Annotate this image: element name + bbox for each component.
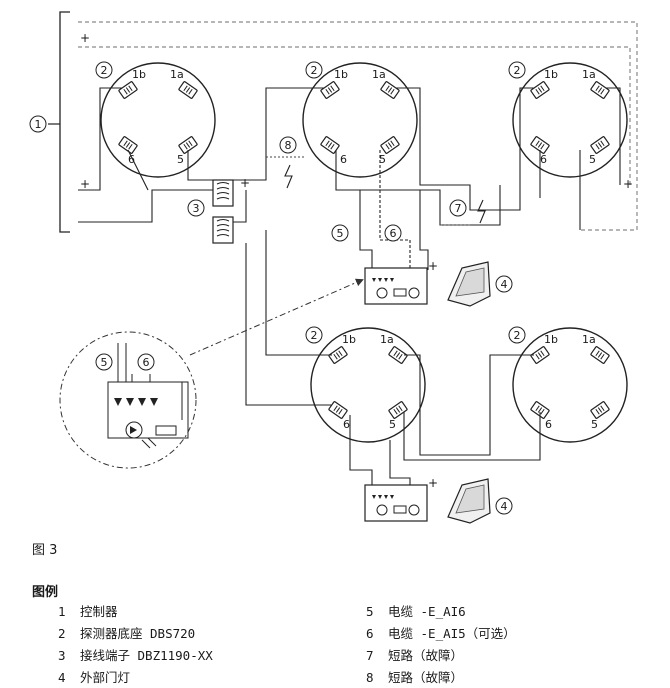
terminal-block-lower xyxy=(212,216,234,244)
callout-5-top: 5 xyxy=(337,227,344,240)
detector-base-3: 1b 1a 6 5 xyxy=(512,62,628,178)
top-wiring xyxy=(78,87,621,230)
terminal-1a-label: 1a xyxy=(582,333,596,346)
callout-4-top: 4 xyxy=(501,278,508,291)
callout-4-bottom: 4 xyxy=(501,500,508,513)
terminal-6-label: 6 xyxy=(545,418,552,431)
terminal-1a-label: 1a xyxy=(582,68,596,81)
door-lamp-2: 4 xyxy=(447,478,513,524)
terminal-1b-label: 1b xyxy=(132,68,146,81)
callout-2-base3: 2 xyxy=(514,64,521,77)
terminal-5-label: 5 xyxy=(589,153,596,166)
plus-label-left: + xyxy=(80,177,90,191)
terminal-5-label: 5 xyxy=(591,418,598,431)
detector-base-1: 1b 1a 6 5 xyxy=(100,62,216,178)
callout-2-base4: 2 xyxy=(311,329,318,342)
wiring-diagram: 1 + + + 1b 1a 6 5 2 1b 1a 6 5 2 xyxy=(29,11,638,524)
controller-bracket: 1 xyxy=(29,11,70,233)
terminal-6-label: 6 xyxy=(340,153,347,166)
callout-2-base1: 2 xyxy=(101,64,108,77)
callout-5-zoom: 5 xyxy=(101,356,108,369)
terminal-6-label: 6 xyxy=(343,418,350,431)
zoom-arrow xyxy=(189,278,364,356)
figure-caption: 图 3 xyxy=(32,543,58,558)
terminal-1b-label: 1b xyxy=(544,333,558,346)
callout-1: 1 xyxy=(35,118,42,131)
plus-label-right: + xyxy=(623,177,633,191)
terminal-1b-label: 1b xyxy=(544,68,558,81)
bottom-wiring xyxy=(245,230,541,485)
terminal-1b-label: 1b xyxy=(334,68,348,81)
detector-base-2: 1b 1a 6 5 xyxy=(302,62,418,178)
short-circuit-7: 7 xyxy=(440,199,486,226)
callout-8: 8 xyxy=(285,139,292,152)
callout-2-base2: 2 xyxy=(311,64,318,77)
terminal-block-upper xyxy=(212,179,234,207)
callout-2-base5: 2 xyxy=(514,329,521,342)
callout-6-top: 6 xyxy=(390,227,397,240)
callout-7: 7 xyxy=(455,202,462,215)
zoom-detail: 5 6 xyxy=(59,331,197,469)
plus-label-coil: + xyxy=(240,176,250,190)
terminal-6-label: 6 xyxy=(540,153,547,166)
shield-loop xyxy=(78,21,638,231)
detector-base-5: 1b 1a 6 5 xyxy=(512,327,628,443)
terminal-1a-label: 1a xyxy=(372,68,386,81)
terminal-1a-label: 1a xyxy=(170,68,184,81)
terminal-5-label: 5 xyxy=(177,153,184,166)
terminal-1b-label: 1b xyxy=(342,333,356,346)
callout-6-zoom: 6 xyxy=(143,356,150,369)
short-circuit-8: 8 xyxy=(266,136,305,189)
legend-title: 图例 xyxy=(32,585,59,600)
plus-label-top: + xyxy=(80,31,90,45)
indicator-module-1 xyxy=(364,267,428,305)
terminal-6-label: 6 xyxy=(128,153,135,166)
callout-3: 3 xyxy=(193,202,200,215)
indicator-module-2 xyxy=(364,484,428,522)
door-lamp-1: 4 xyxy=(447,261,513,307)
detector-base-4: 1b 1a 6 5 xyxy=(310,327,426,443)
terminal-1a-label: 1a xyxy=(380,333,394,346)
terminal-5-label: 5 xyxy=(379,153,386,166)
plus-label-ind2: + xyxy=(428,476,438,490)
plus-label-ind1: + xyxy=(428,259,438,273)
terminal-5-label: 5 xyxy=(389,418,396,431)
